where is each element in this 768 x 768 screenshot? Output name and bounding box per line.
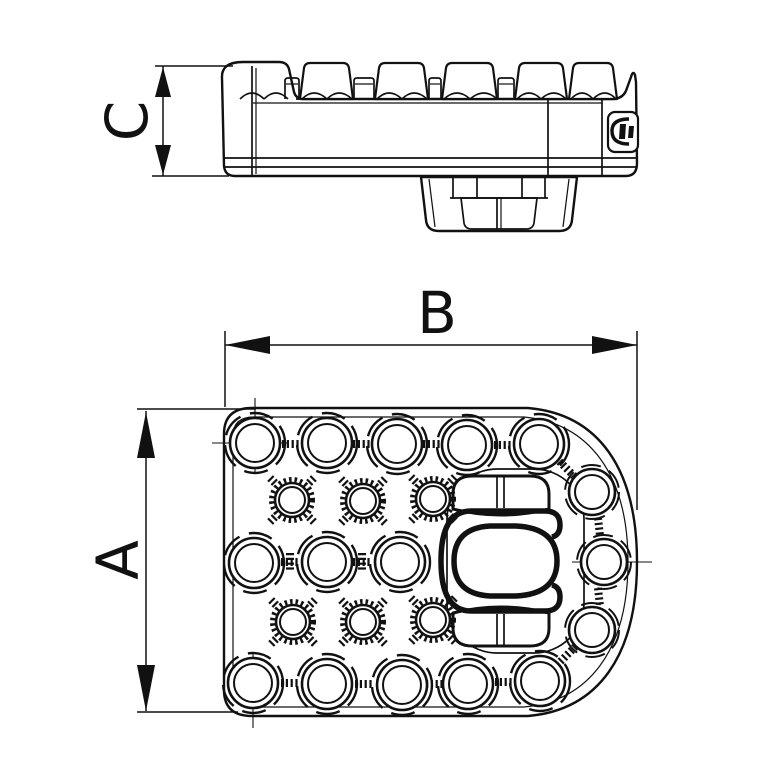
mount-bottom-wing xyxy=(451,605,551,648)
dim-label-b: B xyxy=(417,279,457,347)
mount-c-bracket xyxy=(438,508,563,614)
arrowhead-up-icon xyxy=(155,67,171,97)
side-view-cleats xyxy=(284,61,619,101)
dimension-c: C xyxy=(93,65,233,177)
dim-label-a: A xyxy=(84,540,152,580)
central-mount xyxy=(438,468,585,654)
dimension-a: A xyxy=(84,408,256,713)
mount-oval xyxy=(451,523,560,599)
arrowhead-left-icon xyxy=(225,336,270,354)
arrowhead-down-icon xyxy=(137,665,155,711)
dimension-b: B xyxy=(224,279,638,510)
side-view-lines xyxy=(223,66,636,175)
arrowhead-up-icon xyxy=(137,412,155,458)
side-view-scallops xyxy=(239,92,617,100)
side-view-body xyxy=(220,60,639,178)
arrowhead-down-icon xyxy=(155,145,171,175)
mount-top-wing xyxy=(451,474,551,517)
side-view-mounting-bracket xyxy=(419,175,579,233)
knurl-ticks xyxy=(281,440,604,688)
manufacturer-logo-icon xyxy=(606,110,640,154)
arrowhead-right-icon xyxy=(592,336,637,354)
side-view xyxy=(220,60,640,233)
top-view xyxy=(212,398,652,728)
dim-label-c: C xyxy=(93,101,161,142)
